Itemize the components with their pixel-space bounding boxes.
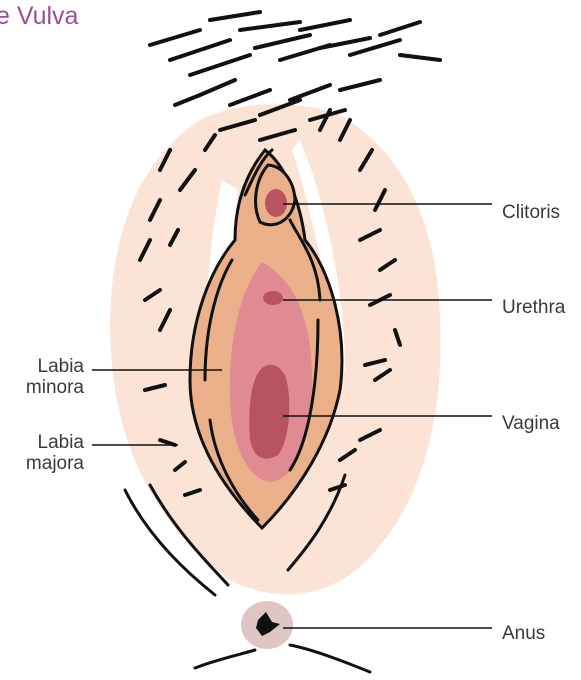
label-labia-majora: Labia majora: [0, 432, 84, 474]
label-clitoris: Clitoris: [502, 202, 560, 223]
clitoris-shape: [265, 189, 287, 217]
label-labia-minora: Labia minora: [0, 356, 84, 398]
urethra-shape: [263, 291, 283, 305]
label-anus: Anus: [502, 623, 545, 644]
label-vagina: Vagina: [502, 413, 560, 434]
label-urethra: Urethra: [502, 297, 565, 318]
vagina-shape: [249, 365, 289, 459]
